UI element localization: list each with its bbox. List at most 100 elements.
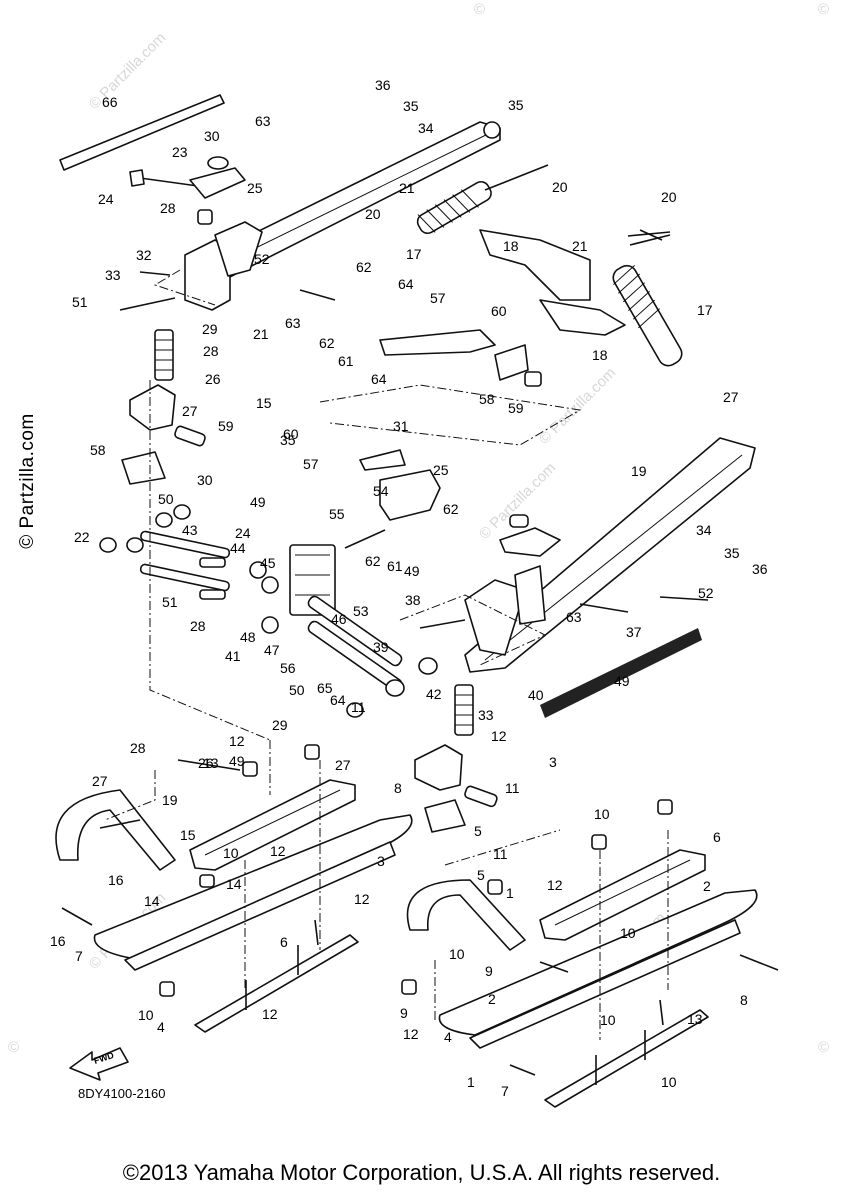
callout-14: 14 — [226, 876, 242, 892]
callout-24: 24 — [98, 191, 114, 207]
watermark-bottom-left: © — [8, 1039, 19, 1056]
callout-2: 2 — [703, 878, 711, 894]
callout-31: 31 — [393, 418, 409, 434]
callout-64: 64 — [398, 276, 414, 292]
callout-19: 19 — [631, 463, 647, 479]
callout-50: 50 — [289, 682, 305, 698]
callout-21: 21 — [572, 238, 588, 254]
callout-9: 9 — [400, 1005, 408, 1021]
callout-12: 12 — [547, 877, 563, 893]
callout-2: 2 — [488, 991, 496, 1007]
callout-40: 40 — [528, 687, 544, 703]
callout-32: 32 — [136, 247, 152, 263]
callout-49: 49 — [250, 494, 266, 510]
callout-62: 62 — [443, 501, 459, 517]
copyright-notice: ©2013 Yamaha Motor Corporation, U.S.A. A… — [122, 1160, 721, 1185]
callout-10: 10 — [594, 806, 610, 822]
callout-51: 51 — [72, 294, 88, 310]
callout-12: 12 — [229, 733, 245, 749]
callout-63: 63 — [255, 113, 271, 129]
watermark-diag-1: © Partzilla.com — [536, 364, 619, 447]
linkage-assembly — [99, 380, 547, 741]
callout-12: 12 — [262, 1006, 278, 1022]
callout-12: 12 — [403, 1026, 419, 1042]
side-watermark: © Partzilla.com — [16, 413, 38, 549]
callout-20: 20 — [552, 179, 568, 195]
callout-30: 30 — [204, 128, 220, 144]
callout-58: 58 — [479, 391, 495, 407]
right-ski-assembly — [401, 799, 779, 1108]
callout-25: 25 — [247, 180, 263, 196]
callout-62: 62 — [319, 335, 335, 351]
callout-11: 11 — [351, 699, 366, 715]
callout-54: 54 — [373, 483, 389, 499]
decal-65 — [540, 628, 702, 718]
left-ski-assembly — [55, 740, 413, 1033]
bracket-52 — [214, 221, 263, 277]
callout-10: 10 — [449, 946, 465, 962]
callout-51: 51 — [162, 594, 178, 610]
callout-22: 22 — [74, 529, 90, 545]
callout-24: 24 — [235, 525, 251, 541]
callout-27: 27 — [723, 389, 739, 405]
middle-right-assembly — [359, 437, 756, 833]
callout-26: 26 — [205, 371, 221, 387]
callout-6: 6 — [280, 934, 288, 950]
callout-43: 43 — [182, 522, 198, 538]
callout-28: 28 — [203, 343, 219, 359]
callout-7: 7 — [501, 1083, 509, 1099]
callout-5: 5 — [474, 823, 482, 839]
callout-64: 64 — [371, 371, 387, 387]
callout-62: 62 — [356, 259, 372, 275]
callout-36: 36 — [375, 77, 391, 93]
callout-3: 3 — [377, 853, 385, 869]
callout-29: 29 — [272, 717, 288, 733]
callout-58: 58 — [90, 442, 106, 458]
callout-37: 37 — [626, 624, 642, 640]
callout-10: 10 — [620, 925, 636, 941]
callout-16: 16 — [50, 933, 66, 949]
callout-28: 28 — [190, 618, 206, 634]
callout-20: 20 — [365, 206, 381, 222]
callout-27: 27 — [335, 757, 351, 773]
callout-4: 4 — [157, 1019, 165, 1035]
callout-57: 57 — [430, 290, 446, 306]
callout-10: 10 — [600, 1012, 616, 1028]
callout-12: 12 — [354, 891, 370, 907]
callout-17: 17 — [697, 302, 713, 318]
callout-8: 8 — [394, 780, 402, 796]
callout-28: 28 — [130, 740, 146, 756]
callout-33: 33 — [105, 267, 121, 283]
watermark-top-center: © — [474, 1, 485, 18]
callout-14: 14 — [144, 893, 160, 909]
callout-33: 33 — [478, 707, 494, 723]
callout-60: 60 — [491, 303, 507, 319]
callout-57: 57 — [303, 456, 319, 472]
callout-41: 41 — [225, 648, 241, 664]
upper-left-assembly — [59, 94, 683, 485]
callout-5: 5 — [477, 867, 485, 883]
callout-52: 52 — [698, 585, 714, 601]
callout-18: 18 — [592, 347, 608, 363]
bracket-58 — [494, 344, 529, 381]
watermark-top-right: © — [818, 1, 829, 18]
callout-63: 63 — [566, 609, 582, 625]
callout-46: 46 — [331, 611, 347, 627]
callout-7: 7 — [75, 948, 83, 964]
callout-28: 28 — [160, 200, 176, 216]
spindle-bracket-32 — [184, 239, 231, 311]
callout-38: 38 — [405, 592, 421, 608]
callout-64: 64 — [330, 692, 346, 708]
callout-55: 55 — [329, 506, 345, 522]
callout-12: 12 — [270, 843, 286, 859]
callout-52: 52 — [254, 251, 270, 267]
callout-35: 35 — [508, 97, 524, 113]
callout-1: 1 — [467, 1074, 475, 1090]
corner-watermarks: © © © © — [8, 1, 829, 1056]
callout-10: 10 — [223, 845, 239, 861]
callout-15: 15 — [256, 395, 272, 411]
callout-1: 1 — [506, 885, 514, 901]
callout-49: 49 — [404, 563, 420, 579]
callout-39: 39 — [373, 639, 389, 655]
